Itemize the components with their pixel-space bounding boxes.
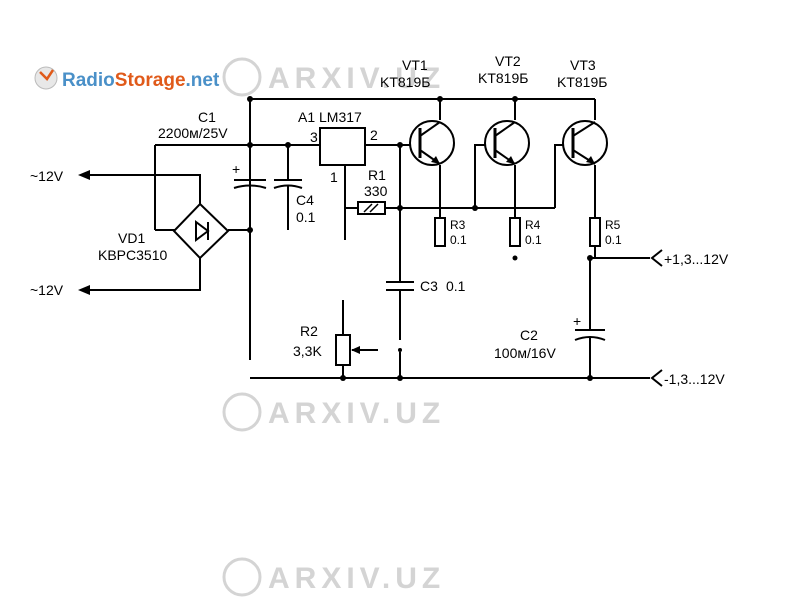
transistor-vt3 (562, 120, 608, 166)
vt2-name: VT2 (495, 53, 521, 69)
logo-text-storage: Storage (115, 70, 186, 91)
r1-name: R1 (368, 167, 386, 183)
vt1-name: VT1 (402, 57, 428, 73)
logo-text-radio: Radio (62, 70, 115, 91)
r3-name: R3 (450, 218, 466, 232)
capacitor-c1: + (232, 161, 267, 189)
r2-value: 3,3K (293, 343, 322, 359)
watermark-2: ARXIV.UZ (222, 392, 445, 432)
terminal-arrows (78, 170, 663, 387)
c1-name: C1 (198, 109, 216, 125)
out-minus-arrow (650, 369, 663, 387)
resistor-r5 (589, 217, 601, 247)
junctions (247, 96, 593, 381)
ac-input-top-label: ~12V (30, 168, 64, 184)
r4-value: 0.1 (525, 233, 542, 247)
regulator-a1 (319, 127, 366, 166)
potentiometer-r2 (335, 334, 402, 366)
capacitor-c2: + (573, 313, 606, 341)
r1-value: 330 (364, 183, 388, 199)
c2-plus-sign: + (573, 313, 581, 329)
a1-pin3: 3 (310, 129, 318, 145)
vt2-type: KT819Б (478, 70, 528, 86)
r5-value: 0.1 (605, 233, 622, 247)
output-plus-label: +1,3...12V (664, 251, 729, 267)
watermark-1: ARXIV.UZ (222, 57, 445, 97)
c3-name: C3 (420, 278, 438, 294)
c1-plus-sign: + (232, 161, 240, 177)
c2-name: C2 (520, 327, 538, 343)
a1-label: A1 LM317 (298, 109, 362, 125)
logo-text-net: .net (186, 70, 220, 91)
labels: VT1 KT819Б VT2 KT819Б VT3 KT819Б A1 LM31… (30, 53, 729, 387)
vd1-name: VD1 (118, 230, 145, 246)
watermark-3: ARXIV.UZ (222, 557, 445, 597)
out-plus-arrow (650, 249, 663, 267)
schematic-panel (24, 42, 750, 432)
ac-bottom-arrow (78, 285, 90, 295)
svg-text:RadioStorage.net: RadioStorage.net (62, 70, 220, 91)
radiostorage-logo: RadioStorage.net (34, 66, 220, 91)
watermark-group: ARXIV.UZ ARXIV.UZ ARXIV.UZ (222, 57, 445, 597)
resistor-r3 (434, 217, 446, 247)
bridge-rectifier-vd1 (172, 202, 230, 260)
resistor-r1 (357, 201, 386, 215)
a1-pin2: 2 (370, 127, 378, 143)
capacitor-c4 (273, 179, 303, 189)
r2-name: R2 (300, 323, 318, 339)
svg-text:ARXIV.UZ: ARXIV.UZ (268, 397, 445, 430)
vd1-type: KBPC3510 (98, 247, 167, 263)
output-minus-label: -1,3...12V (664, 371, 725, 387)
c4-value: 0.1 (296, 209, 316, 225)
vt3-name: VT3 (570, 57, 596, 73)
c4-name: C4 (296, 192, 314, 208)
svg-text:ARXIV.UZ: ARXIV.UZ (268, 562, 445, 595)
vt1-type: KT819Б (380, 74, 430, 90)
svg-text:ARXIV.UZ: ARXIV.UZ (268, 62, 445, 95)
c1-value: 2200м/25V (158, 125, 228, 141)
r4-name: R4 (525, 218, 541, 232)
resistor-r4 (509, 217, 521, 247)
ac-input-bottom-label: ~12V (30, 282, 64, 298)
r3-value: 0.1 (450, 233, 467, 247)
transistor-vt1 (409, 120, 455, 166)
c2-value: 100м/16V (494, 345, 556, 361)
r4-terminal (512, 255, 518, 261)
r5-name: R5 (605, 218, 621, 232)
vt3-type: KT819Б (557, 74, 607, 90)
capacitor-c3 (386, 270, 414, 296)
c3-value: 0.1 (446, 278, 466, 294)
ac-top-arrow (78, 170, 90, 180)
transistor-vt2 (484, 120, 530, 166)
a1-pin1: 1 (330, 169, 338, 185)
